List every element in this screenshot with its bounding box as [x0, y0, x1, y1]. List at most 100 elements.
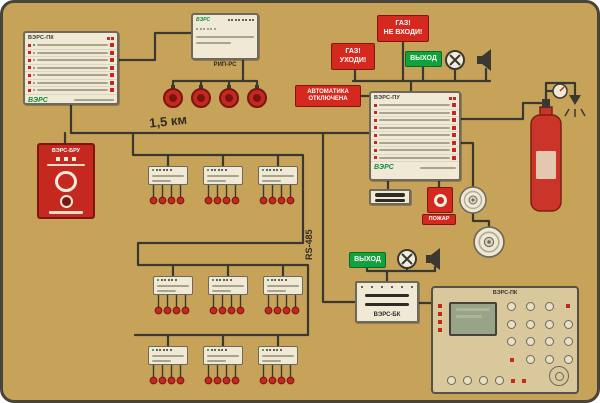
lcd-display — [449, 302, 497, 336]
manual-call-point — [427, 187, 453, 213]
detector-branch — [204, 364, 240, 385]
bru-stop-button — [59, 195, 73, 209]
indicator-row — [371, 110, 459, 117]
panel-pu-status-leds — [448, 96, 456, 100]
indicator-row — [25, 87, 117, 95]
bru-indicators — [56, 157, 76, 161]
panel-bk-title: ВЭРС-БК — [373, 311, 401, 318]
zone-module — [153, 276, 193, 295]
rip-module-label: РИП-РС — [213, 62, 237, 68]
indicator-row — [371, 117, 459, 125]
sign-gas-no-entry: ГАЗ! НЕ ВХОДИ! — [377, 15, 429, 42]
panel-led — [509, 357, 514, 362]
indicator-row — [25, 65, 117, 72]
vers-logo: ВЭРС — [196, 17, 211, 23]
panel-led — [511, 378, 515, 383]
panel-main-title: ВЭРС-ПК — [492, 290, 518, 296]
pressure-gauge — [552, 83, 568, 99]
bk-led-row — [361, 286, 413, 288]
panel-pu-header: ВЭРС-ПУ — [371, 93, 459, 102]
sign-automation-off: АВТОМАТИКА ОТКЛЮЧЕНА — [295, 85, 361, 107]
panel-bru-title: ВЭРС-БРУ — [51, 148, 81, 154]
indicator-row — [371, 140, 459, 147]
panel-button — [507, 319, 517, 329]
panel-button — [507, 301, 517, 311]
smoke-detector — [473, 226, 505, 258]
panel-led — [522, 378, 526, 383]
panel-pu-title: ВЭРС-ПУ — [374, 95, 400, 101]
siren-icon — [191, 84, 211, 108]
zone-module — [208, 276, 248, 295]
sign-fire: ПОЖАР — [422, 214, 456, 225]
panel-button — [544, 355, 554, 365]
rip-module: ВЭРС — [191, 13, 259, 60]
panel-button — [495, 376, 504, 385]
detector-branch — [204, 184, 240, 205]
siren-icon — [247, 84, 267, 108]
panel-button — [544, 319, 554, 329]
indicator-row — [25, 80, 117, 87]
zone-module — [258, 346, 298, 365]
gas-cylinder — [530, 99, 562, 212]
detector-branch — [154, 294, 190, 315]
detector-branch — [149, 364, 185, 385]
bru-start-button — [55, 170, 77, 193]
horn-speaker-icon — [477, 49, 491, 71]
panel-pu-footer: ВЭРС — [371, 162, 459, 173]
sign-exit-top: ВЫХОД — [405, 51, 442, 67]
rip-led-row — [227, 19, 254, 21]
panel-button — [479, 376, 488, 385]
panel-button — [526, 301, 536, 311]
panel-pk-title: ВЭРС-ПК — [28, 35, 54, 41]
cylinder-valve — [542, 99, 550, 108]
main-button-grid — [505, 300, 575, 366]
indicator-row — [25, 50, 117, 57]
panel-button — [544, 337, 554, 347]
sign-gas-leave: ГАЗ! УХОДИ! — [331, 43, 375, 70]
sign-exit-bottom: ВЫХОД — [349, 252, 386, 268]
panel-button — [463, 376, 472, 385]
zone-module — [203, 346, 243, 365]
strobe-beacon-icon — [397, 249, 417, 269]
indicator-row — [25, 42, 117, 50]
panel-button — [447, 376, 456, 385]
indicator-row — [371, 132, 459, 140]
detector-branch — [149, 184, 185, 205]
panel-pk: ВЭРС-ПК ВЭРС — [23, 31, 119, 105]
smoke-detector — [459, 186, 487, 214]
panel-bk: ВЭРС-БК — [355, 281, 419, 323]
detector-branch — [264, 294, 300, 315]
indicator-row — [25, 72, 117, 80]
panel-pu: ВЭРС-ПУ ВЭРС — [369, 91, 461, 181]
vers-logo: ВЭРС — [374, 164, 394, 171]
panel-button — [526, 337, 536, 347]
panel-pk-status-leds — [106, 36, 114, 40]
panel-pk-header: ВЭРС-ПК — [25, 33, 117, 42]
zone-module — [263, 276, 303, 295]
vers-logo: ВЭРС — [28, 96, 48, 104]
panel-main: ВЭРС-ПК — [431, 286, 579, 394]
terminal-box — [369, 189, 411, 205]
zone-module — [148, 166, 188, 185]
panel-button — [526, 355, 536, 365]
detector-branch — [209, 294, 245, 315]
panel-pk-footer: ВЭРС — [25, 95, 117, 106]
panel-button — [526, 319, 536, 329]
rip-led-row — [196, 28, 254, 30]
rs485-label: RS-485 — [304, 229, 314, 260]
panel-button — [507, 337, 517, 347]
horn-speaker-icon — [426, 248, 440, 270]
zone-module — [148, 346, 188, 365]
panel-button — [563, 337, 573, 347]
panel-bru: ВЭРС-БРУ — [37, 143, 95, 219]
indicator-row — [371, 125, 459, 132]
panel-button — [563, 355, 573, 365]
main-bottom-buttons — [447, 376, 526, 385]
indicator-row — [25, 57, 117, 65]
strobe-beacon-icon — [445, 50, 465, 70]
zone-module — [203, 166, 243, 185]
indicator-row — [371, 155, 459, 162]
siren-icon — [163, 84, 183, 108]
call-point-button — [433, 193, 447, 207]
